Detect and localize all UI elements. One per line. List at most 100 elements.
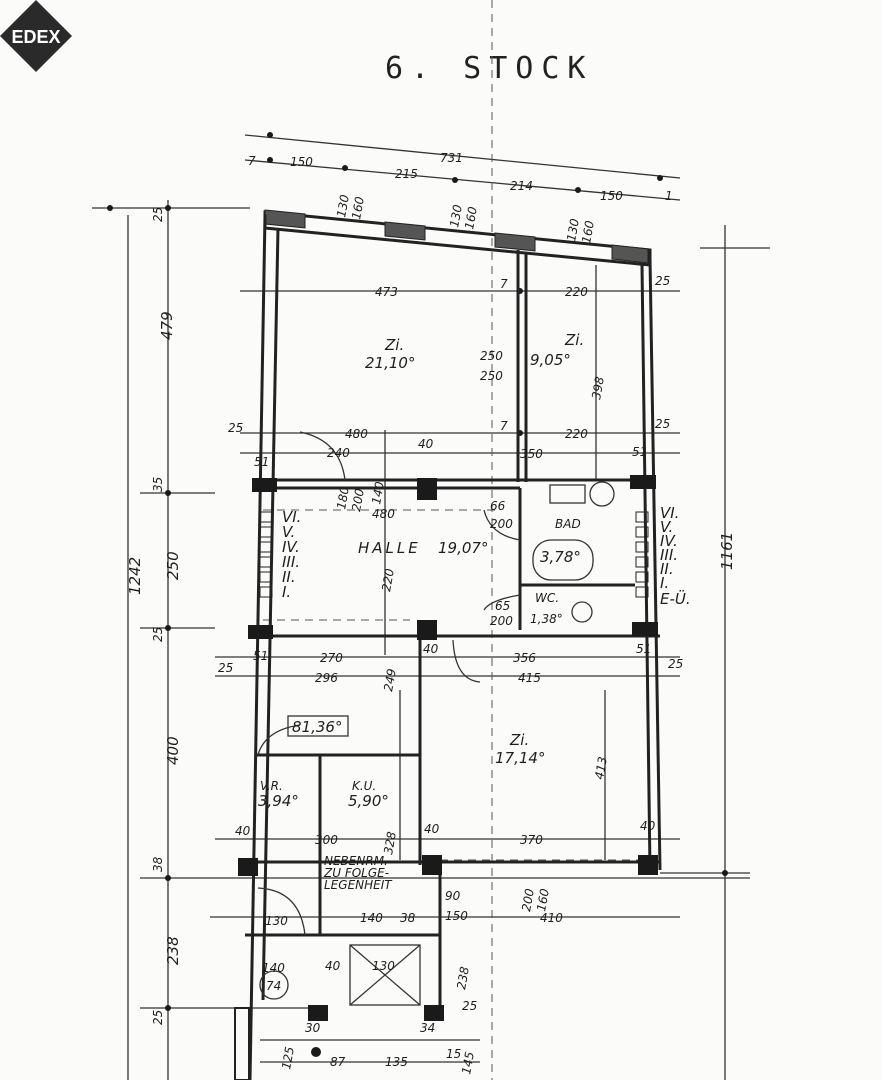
dimension-label: 200 (519, 887, 537, 912)
dimension-label: 40 (235, 824, 251, 838)
room-zi3-name: Zi. (509, 731, 529, 749)
room-vr-area: 3,94° (258, 792, 299, 810)
dimension-label: 66 (490, 499, 506, 513)
dimension-label: 480 (345, 427, 368, 441)
neben-line1: NEBENRM. (324, 854, 388, 868)
dimension-label: 25 (462, 999, 477, 1013)
dimension-label: 87 (330, 1055, 346, 1069)
dimension-label: 200 (490, 517, 513, 531)
stair-rungs-left (259, 511, 273, 598)
room-wc-name: WC. (535, 591, 559, 605)
dimension-label: 7 (500, 419, 508, 433)
dimension-label: 150 (290, 155, 313, 169)
dimension-label: 180 (334, 485, 352, 510)
dimension-label: 250 (480, 369, 503, 383)
dimension-label: 25 (655, 274, 670, 288)
dimension-label: 413 (592, 756, 610, 781)
dimension-label: 160 (534, 887, 552, 912)
dimension-label: 398 (589, 375, 607, 400)
dimension-label: 65 (495, 599, 510, 613)
dimension-label: 250 (480, 349, 503, 363)
dimension-label: 220 (379, 567, 397, 592)
room-wc-area: 1,38° (530, 612, 563, 626)
room-labels: Zi. 21,10° Zi. 9,05° HALLE 19,07° BAD 3,… (258, 331, 584, 993)
dimension-label: 150 (445, 909, 468, 923)
dimension-label: 296 (315, 671, 338, 685)
dimension-label: 356 (513, 651, 536, 665)
room-zi1-area: 21,10° (365, 354, 415, 372)
dimension-label: 140 (262, 961, 285, 975)
neben-line3: LEGENHEIT (324, 878, 393, 892)
dimension-label: 130 (447, 203, 465, 228)
dimension-label: 35 (151, 477, 165, 492)
dimension-points (107, 132, 728, 1057)
dimension-label: 140 (369, 480, 387, 505)
dimension-label: 249 (381, 668, 399, 693)
dimension-label: 51 (254, 455, 269, 469)
stair-rungs-right (635, 511, 649, 598)
dimension-label: 214 (510, 179, 533, 193)
dimension-label: 25 (151, 627, 165, 642)
dimension-label: I. (282, 583, 291, 601)
dimension-label: 25 (151, 207, 165, 222)
dimension-label: 140 (360, 911, 383, 925)
dimension-label: I. (660, 574, 669, 592)
dimension-label: 40 (423, 642, 439, 656)
dimension-label: 220 (565, 427, 588, 441)
dimension-label: 40 (418, 437, 434, 451)
dimension-label: 328 (381, 830, 399, 855)
dimension-label: 7 (248, 154, 256, 168)
dimension-label: 34 (420, 1021, 435, 1035)
total-area: 81,36° (292, 718, 342, 736)
dimension-label: II. (660, 560, 674, 578)
room-ku-area: 5,90° (348, 792, 389, 810)
dimension-label: 479 (158, 311, 176, 340)
edex-logo: EDEX (0, 0, 72, 72)
dimension-label: 25 (218, 661, 233, 675)
stair-level-labels-right: VI. V. IV. III. II. I. E-Ü. (660, 504, 691, 608)
dimension-label: 40 (640, 819, 656, 833)
dimension-label: 220 (565, 285, 588, 299)
dimension-label: 350 (520, 447, 543, 461)
dimension-label: 40 (424, 822, 440, 836)
room-zi2-area: 9,05° (530, 351, 571, 369)
dimension-label: VI. (282, 508, 301, 526)
dimension-label: 480 (372, 507, 395, 521)
dimension-label: 130 (334, 193, 352, 218)
dimension-label: 25 (228, 421, 243, 435)
dimension-label: 30 (305, 1021, 321, 1035)
dimension-label: V. (660, 518, 673, 536)
dimension-label: 130 (265, 914, 288, 928)
dimension-label: 135 (385, 1055, 408, 1069)
dimension-label: 215 (395, 167, 418, 181)
dimension-label: 400 (164, 736, 182, 765)
dimension-label: 238 (164, 936, 182, 965)
dimension-label: 415 (518, 671, 541, 685)
plan-title: 6. STOCK (385, 51, 594, 86)
dimension-label: II. (282, 568, 296, 586)
stair-number: 74 (266, 979, 281, 993)
room-zi1-name: Zi. (384, 336, 404, 354)
dimension-label: 270 (320, 651, 343, 665)
room-ku-name: K.U. (352, 779, 376, 793)
room-bad-area: 3,78° (540, 548, 581, 566)
room-zi3-area: 17,14° (495, 749, 545, 767)
room-vr-name: V.R. (260, 779, 283, 793)
dimension-label: III. (660, 546, 678, 564)
dimension-label: 130 (564, 217, 582, 242)
dimension-label: 200 (349, 487, 367, 512)
dimension-label: 250 (164, 551, 182, 580)
dimension-label: 150 (600, 189, 623, 203)
dimension-label: 731 (440, 151, 463, 165)
dimension-label: IV. (660, 532, 678, 550)
walls (234, 209, 662, 1080)
room-halle-area: 19,07° (438, 539, 488, 557)
dimension-label: IV. (282, 538, 300, 556)
dimension-label: 145 (459, 1051, 477, 1076)
stair-level-labels-left: VI. V. IV. III. II. I. (282, 508, 301, 601)
dimension-label: 160 (579, 219, 597, 244)
dimension-label: 15 (446, 1047, 461, 1061)
room-bad-name: BAD (555, 517, 581, 531)
